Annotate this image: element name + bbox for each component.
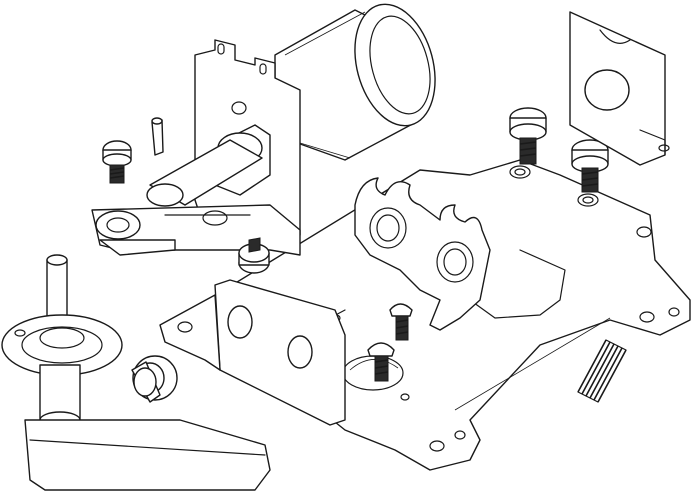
handle-shaft-assembly — [1, 254, 271, 491]
compression-spring — [577, 339, 627, 403]
motor-bracket — [146, 39, 301, 241]
bushing — [131, 355, 178, 403]
crank-lever-arm — [91, 204, 301, 256]
cap-screw — [509, 107, 547, 165]
cap-screw — [571, 139, 609, 193]
cap-screw — [238, 237, 270, 274]
mount-block — [569, 11, 670, 166]
cam-plate — [354, 177, 491, 331]
button-head-screw — [367, 342, 395, 382]
dowel-pin — [151, 117, 164, 156]
side-bracket — [159, 279, 346, 426]
cap-screw — [102, 140, 132, 184]
gear-motor — [274, 3, 436, 161]
button-head-screw — [389, 303, 413, 341]
